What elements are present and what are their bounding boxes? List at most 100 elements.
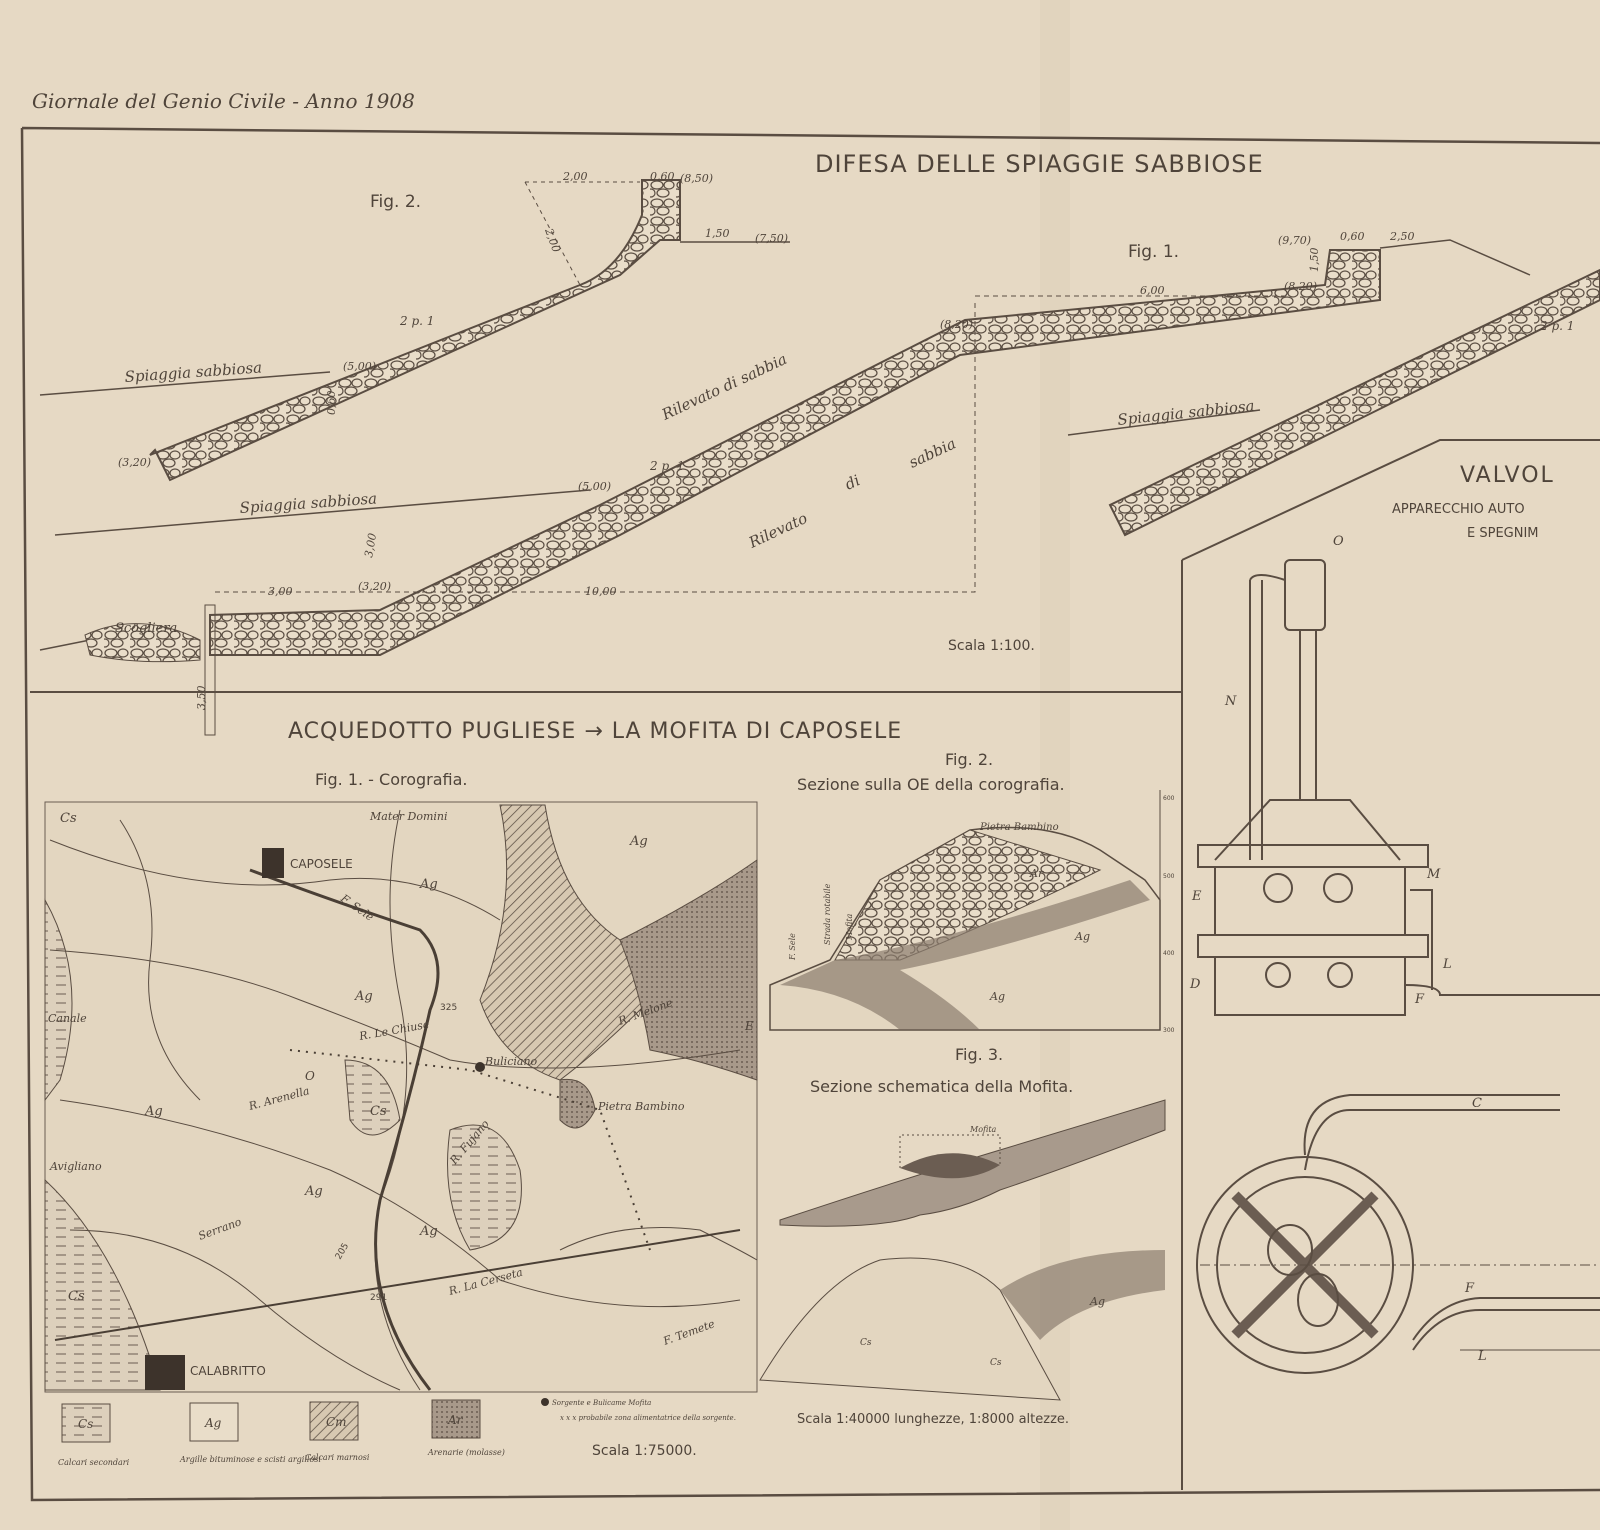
section-label: Strada rotabile — [823, 883, 832, 945]
fig1-dimension-lines — [215, 295, 1290, 593]
map-dotted-path — [289, 1049, 651, 1251]
legend-label: Calcari marnosi — [305, 1453, 370, 1462]
map-area-cs-2 — [447, 1124, 522, 1251]
dim: 6,00 — [1140, 284, 1165, 297]
legend-label: Calcari secondari — [58, 1458, 130, 1467]
right-beach-line — [1067, 409, 1261, 436]
scogliera-label: Scogliera — [115, 621, 177, 636]
dim: 3,00 — [268, 585, 293, 598]
map-label: CAPOSELE — [290, 857, 353, 871]
section-label: Ag — [989, 990, 1005, 1003]
legend-code: Ar — [447, 1413, 464, 1427]
corografia-map: Mater Domini CAPOSELE Ag Ag Ag Ag Ag Ag … — [44, 801, 758, 1393]
aqueduct-section: ACQUEDOTTO PUGLIESE → LA MOFITA DI CAPOS… — [44, 719, 1175, 1467]
slope-label-c: 2 p. 1 — [1539, 319, 1574, 333]
valve-letter: O — [1333, 534, 1344, 549]
height-tick: 400 — [1163, 950, 1175, 957]
dim: 0,60 — [325, 391, 338, 416]
caposele-town — [262, 848, 284, 878]
valve-plan — [1196, 1094, 1600, 1374]
sheet-frame — [20, 126, 1600, 1502]
dim: (5,00) — [343, 360, 376, 373]
fig3-label: Cs — [990, 1358, 1002, 1368]
map-road — [54, 1229, 741, 1341]
fig3-label: Cs — [860, 1338, 872, 1348]
valve-elevation — [1197, 559, 1600, 1016]
valve-letter: N — [1224, 694, 1237, 709]
mofita-rock — [759, 1257, 1061, 1401]
fig2-beach-line — [39, 371, 331, 396]
scogliera-rocks — [84, 623, 201, 663]
valve-letter: M — [1426, 867, 1441, 882]
legend-code: Cm — [326, 1415, 347, 1429]
valve-section: VALVOL APPARECCHIO AUTO E SPEGNIM — [1189, 463, 1600, 1374]
fig1-beach-line — [39, 489, 591, 651]
sections-scale: Scala 1:40000 lunghezze, 1:8000 altezze. — [797, 1412, 1069, 1427]
mofita-cavity — [900, 1153, 1000, 1179]
section-label: F. Sele — [788, 933, 797, 961]
section-label: Ag — [1074, 930, 1090, 943]
aqueduct-title: ACQUEDOTTO PUGLIESE → LA MOFITA DI CAPOS… — [288, 719, 902, 744]
river-sele — [249, 868, 440, 1391]
mofita-clay — [1000, 1250, 1165, 1340]
section-label: Mofita — [845, 913, 854, 941]
sheet-pile — [204, 604, 216, 736]
mofita-marker — [899, 1134, 1001, 1168]
legend-code: Ag — [204, 1416, 222, 1430]
legend-code: Cs — [78, 1417, 93, 1431]
section-fig2-caption: Sezione sulla OE della corografia. — [797, 775, 1065, 794]
height-tick: 300 — [1163, 1027, 1175, 1034]
legend-label: Arenarie (molasse) — [427, 1448, 505, 1457]
dim: 3,00 — [362, 532, 379, 558]
valve-letter: L — [1477, 1349, 1487, 1364]
dim: (8,20) — [1284, 280, 1317, 293]
height-tick: 500 — [1163, 873, 1175, 880]
map-label: Pietra Bambino — [597, 1100, 685, 1113]
section-label: Ar — [1029, 867, 1044, 880]
section-label: Pietra Bambino — [979, 822, 1059, 833]
dim: (8,20) — [940, 318, 973, 331]
dim: 1,50 — [1308, 248, 1321, 273]
section-clay-band — [780, 880, 1150, 1030]
spring-marker — [475, 1062, 485, 1072]
beach-scale: Scala 1:100. — [948, 638, 1035, 654]
valve-letter: E — [1191, 889, 1202, 904]
valve-letter: D — [1189, 977, 1201, 992]
valve-subtitle: APPARECCHIO AUTO — [1392, 502, 1525, 517]
legend-swatch-cs — [61, 1403, 111, 1443]
fig1-label: Fig. 1. — [1128, 242, 1179, 262]
legend-zone: x x x probabile zona alimentatrice della… — [560, 1414, 736, 1422]
map-label: Mater Domini — [369, 810, 448, 823]
valve-title: VALVOL — [1460, 463, 1555, 488]
map-label: CALABRITTO — [190, 1364, 266, 1378]
calabritto-town — [145, 1355, 185, 1390]
valve-letter: C — [1472, 1096, 1482, 1111]
dim: 2,00 — [562, 170, 588, 183]
fig3-label: Mofita — [969, 1125, 997, 1134]
map-area-cs-3 — [344, 1059, 401, 1136]
fig1-masonry-revetment — [209, 249, 1381, 656]
map-frame — [44, 801, 758, 1393]
section-oe: Pietra Bambino Ar Ag Ag F. Sele Strada r… — [769, 790, 1175, 1034]
dim: 1,50 — [705, 227, 730, 240]
map-label: 325 — [440, 1003, 457, 1013]
valve-letter: L — [1442, 957, 1452, 972]
map-area-ar — [619, 859, 758, 1081]
beach-defense-title: DIFESA DELLE SPIAGGIE SABBIOSE — [815, 150, 1264, 178]
map-label: Buliciano — [484, 1055, 538, 1068]
dim: (5,00) — [578, 480, 611, 493]
map-label: Ag — [144, 1104, 163, 1119]
journal-header: Giornale del Genio Civile - Anno 1908 — [32, 89, 415, 113]
map-label: Ag — [629, 834, 648, 849]
height-tick: 600 — [1163, 795, 1175, 802]
map-label: Ag — [304, 1184, 323, 1199]
map-label: Ag — [419, 877, 438, 892]
slope-label-b: 2 p. 1 — [649, 459, 684, 473]
dim: (3,20) — [358, 580, 391, 593]
dim: 3,50 — [195, 686, 208, 711]
fig1-crest — [1379, 239, 1531, 276]
legend-swatch-cm — [309, 1401, 359, 1441]
map-label: Cs — [68, 1289, 85, 1304]
dim: (3,20) — [118, 456, 151, 469]
